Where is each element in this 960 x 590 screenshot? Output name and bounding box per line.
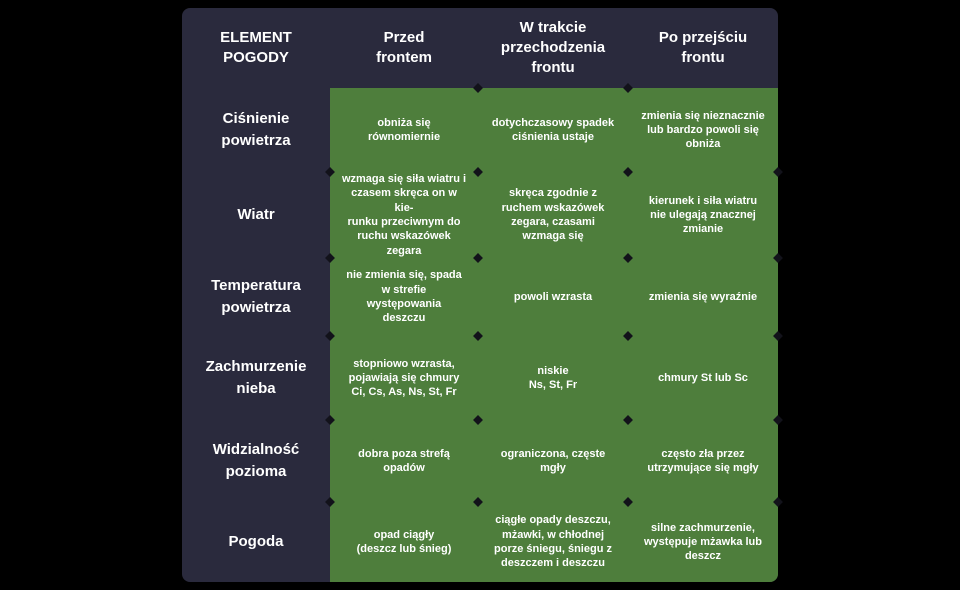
table-cell-wiatr-w-trakcie: skręca zgodnie z ruchem wskazówek zegara…: [478, 172, 628, 258]
header-przed-frontem: Przed frontem: [376, 28, 432, 66]
row-label-widzialnosc-pozioma: Widzialność pozioma: [212, 441, 300, 480]
table-cell-widzialnosc-po: często zła przez utrzymujące się mgły: [628, 420, 778, 502]
table-cell-temperatura-po: zmienia się wyraźnie: [628, 258, 778, 336]
row-label-temperatura-powietrza: Temperatura powietrza: [211, 277, 301, 316]
row-label-cisnienie-powietrza: Ciśnienie powietrza: [221, 110, 291, 149]
row-label-wiatr: Wiatr: [237, 206, 275, 224]
table-cell-zachmurzenie-przed: stopniowo wzrasta, pojawiają się chmury …: [330, 336, 478, 420]
table-cell-pogoda-po: silne zachmurzenie, występuje mżawka lub…: [628, 502, 778, 582]
table-cell-widzialnosc-w-trakcie: ograniczona, częste mgły: [478, 420, 628, 502]
table-cell-pogoda-przed: opad ciągły (deszcz lub śnieg): [330, 502, 478, 582]
header-po-przejsciu-frontu: Po przejściu frontu: [658, 28, 748, 66]
row-label-pogoda: Pogoda: [228, 533, 284, 551]
row-label-zachmurzenie-nieba: Zachmurzenie nieba: [205, 358, 307, 397]
table-cell-cisnienie-przed: obniża się równomiernie: [330, 88, 478, 172]
table-cell-pogoda-w-trakcie: ciągłe opady deszczu, mżawki, w chłodnej…: [478, 502, 628, 582]
weather-front-table: ELEMENT POGODY Przed frontem W trakcie p…: [182, 8, 778, 582]
header-element-pogody: ELEMENT POGODY: [220, 28, 292, 66]
table-cell-wiatr-przed: wzmaga się siła wiatru i czasem skręca o…: [330, 172, 478, 258]
table-cell-temperatura-w-trakcie: powoli wzrasta: [478, 258, 628, 336]
table-cell-widzialnosc-przed: dobra poza strefą opadów: [330, 420, 478, 502]
table-cell-cisnienie-po: zmienia się nieznacznie lub bardzo powol…: [628, 88, 778, 172]
table-cell-temperatura-przed: nie zmienia się, spada w strefie występo…: [330, 258, 478, 336]
header-w-trakcie-przechodzenia-frontu: W trakcie przechodzenia frontu: [500, 18, 606, 77]
table-cell-wiatr-po: kierunek i siła wiatru nie ulegają znacz…: [628, 172, 778, 258]
table-cell-cisnienie-w-trakcie: dotychczasowy spadek ciśnienia ustaje: [478, 88, 628, 172]
table-cell-zachmurzenie-w-trakcie: niskie Ns, St, Fr: [478, 336, 628, 420]
table-cell-zachmurzenie-po: chmury St lub Sc: [628, 336, 778, 420]
